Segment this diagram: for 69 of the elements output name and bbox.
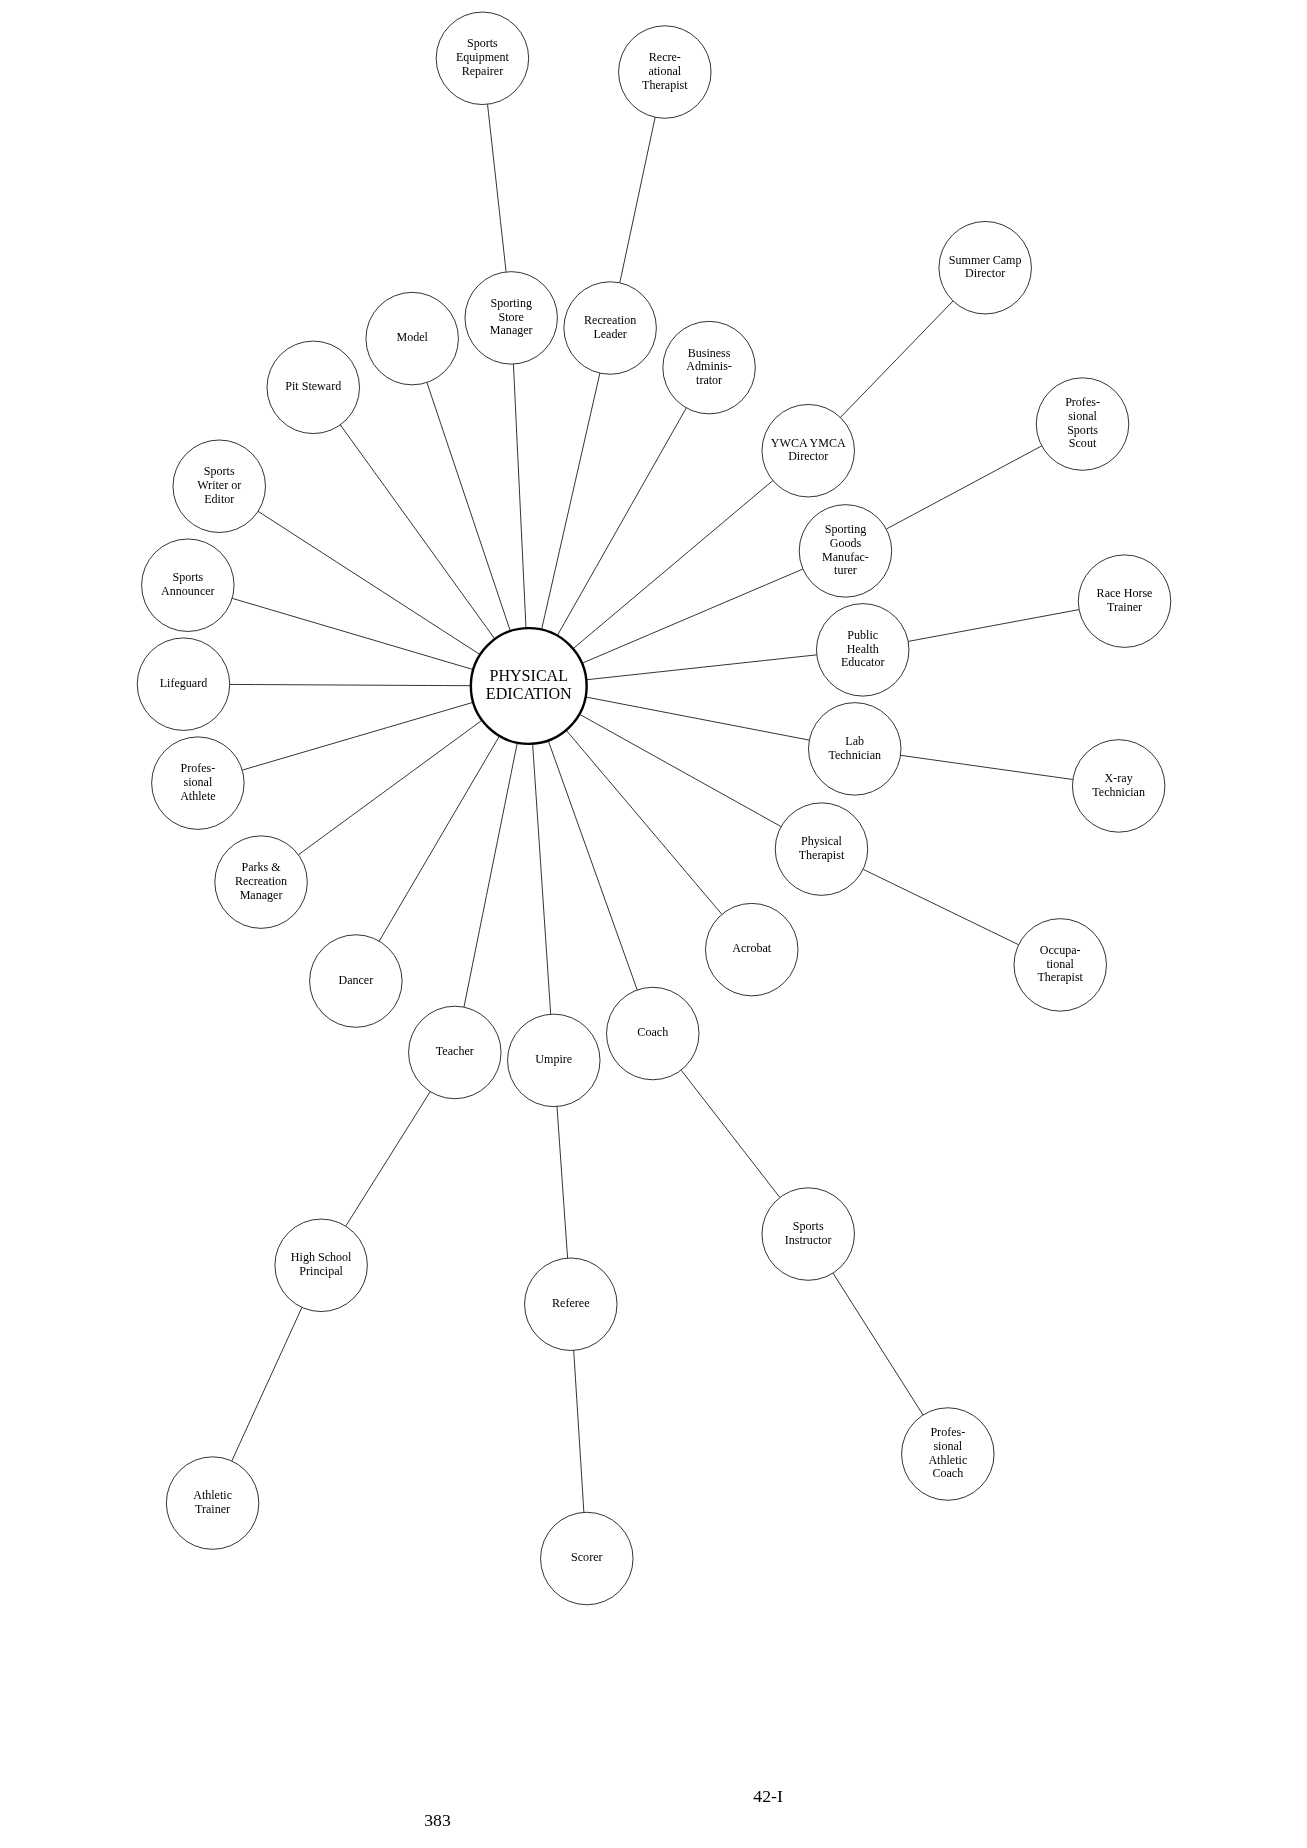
connector bbox=[257, 510, 480, 655]
node-circle: Sporting Store Manager bbox=[464, 271, 558, 365]
node-circle: Acrobat bbox=[704, 903, 798, 997]
node-circle: Coach bbox=[605, 986, 699, 1081]
node-circle: Pit Steward bbox=[266, 340, 360, 434]
connector bbox=[486, 104, 506, 273]
node-circle: Lifeguard bbox=[136, 637, 230, 731]
label: 383 bbox=[423, 1809, 451, 1830]
node-circle: Teacher bbox=[407, 1005, 501, 1100]
node-circle: X-ray Technician bbox=[1071, 739, 1165, 833]
connector bbox=[231, 1307, 302, 1462]
node-circle: Business Adminis- trator bbox=[661, 320, 756, 415]
label: 42-I bbox=[752, 1786, 783, 1807]
connector bbox=[907, 609, 1079, 642]
node-circle: Profes- sional Athlete bbox=[150, 736, 244, 830]
node-circle: Sports Announcer bbox=[140, 538, 234, 632]
node-circle: Recre- ational Therapist bbox=[617, 25, 711, 119]
node-circle: Referee bbox=[523, 1257, 617, 1351]
connector bbox=[585, 696, 810, 741]
connector bbox=[565, 730, 722, 915]
connector bbox=[345, 1091, 431, 1227]
node-circle: PHYSICAL EDICATION bbox=[469, 626, 588, 746]
connector bbox=[578, 713, 781, 827]
connector bbox=[463, 742, 518, 1008]
connector bbox=[618, 116, 656, 283]
node-circle: Dancer bbox=[308, 934, 402, 1028]
node-circle: Physical Therapist bbox=[774, 802, 868, 896]
node-circle: Lab Technician bbox=[807, 702, 901, 796]
node-circle: Public Health Educator bbox=[815, 603, 909, 697]
connector bbox=[572, 480, 773, 649]
connector bbox=[426, 382, 511, 632]
connector bbox=[885, 445, 1042, 530]
node-circle: Sports Equipment Repairer bbox=[435, 11, 529, 105]
connector bbox=[839, 300, 953, 418]
connector bbox=[585, 654, 817, 681]
connector bbox=[231, 597, 474, 670]
node-circle: Model bbox=[365, 291, 459, 386]
connector bbox=[680, 1069, 780, 1198]
connector bbox=[572, 1350, 584, 1513]
connector bbox=[297, 720, 482, 856]
node-circle: Sporting Goods Manufac- turer bbox=[798, 504, 892, 598]
node-circle: Sports Instructor bbox=[761, 1187, 855, 1281]
connector bbox=[581, 568, 803, 664]
node-circle: High School Principal bbox=[274, 1218, 368, 1312]
node-circle: Profes- sional Athletic Coach bbox=[900, 1407, 994, 1501]
connector bbox=[241, 701, 473, 771]
connector bbox=[378, 735, 500, 942]
connector bbox=[531, 743, 551, 1015]
connector bbox=[862, 869, 1019, 946]
node-circle: Profes- sional Sports Scout bbox=[1035, 377, 1129, 471]
connector bbox=[899, 754, 1073, 780]
connector bbox=[229, 684, 471, 687]
connector bbox=[512, 363, 526, 629]
node-circle: Athletic Trainer bbox=[165, 1456, 259, 1550]
connector bbox=[547, 740, 638, 991]
node-circle: Race Horse Trainer bbox=[1077, 554, 1171, 648]
node-circle: Umpire bbox=[506, 1013, 600, 1108]
connector bbox=[556, 407, 687, 636]
node-circle: Summer Camp Director bbox=[938, 221, 1032, 315]
node-circle: YWCA YMCA Director bbox=[761, 404, 855, 498]
node-circle: Sports Writer or Editor bbox=[172, 439, 266, 533]
connector bbox=[339, 424, 495, 640]
node-circle: Occupa- tional Therapist bbox=[1013, 918, 1107, 1012]
node-circle: Scorer bbox=[539, 1511, 633, 1606]
connector bbox=[832, 1272, 923, 1416]
node-circle: Parks & Recreation Manager bbox=[213, 835, 308, 929]
node-circle: Recreation Leader bbox=[563, 281, 657, 375]
connector bbox=[556, 1106, 568, 1259]
connector bbox=[540, 372, 600, 630]
